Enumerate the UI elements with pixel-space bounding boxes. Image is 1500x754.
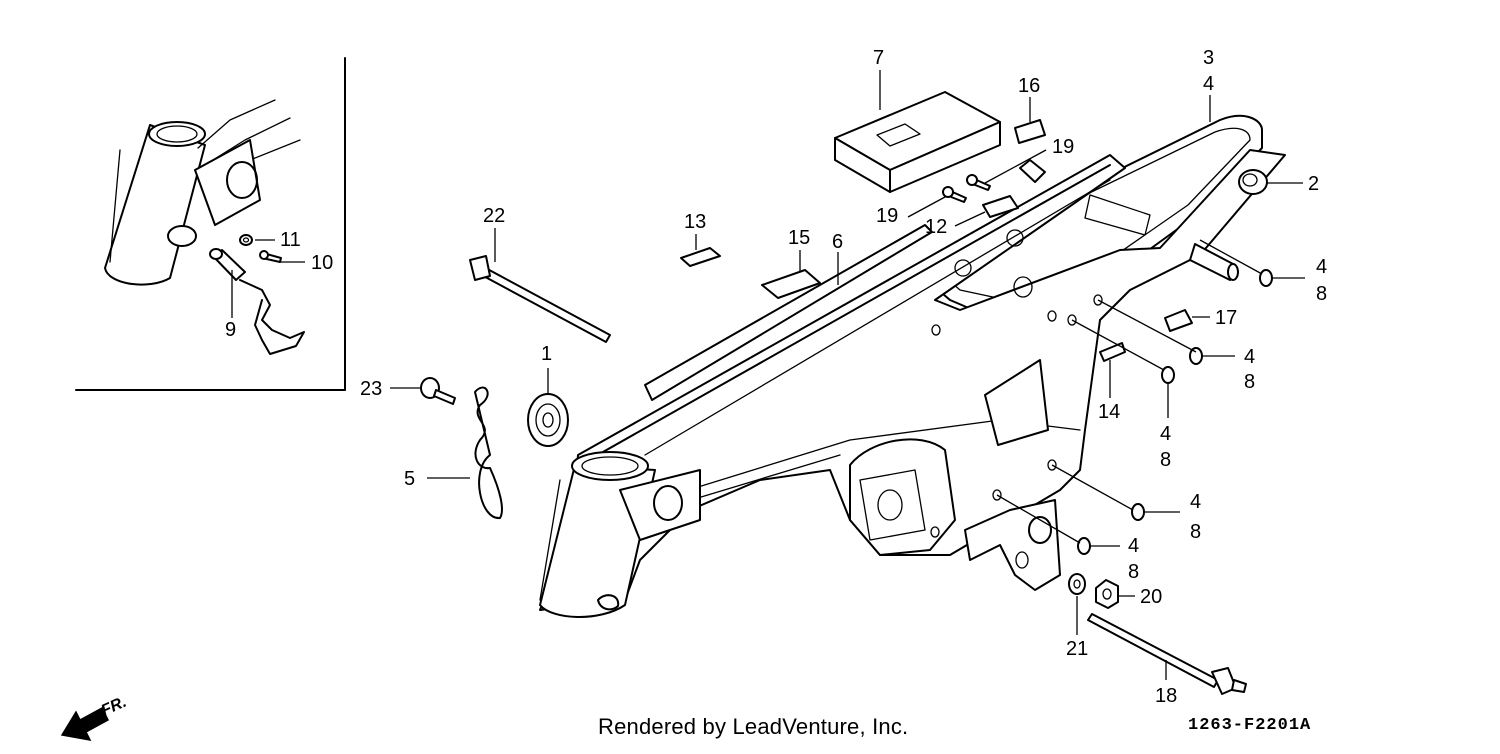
rail-part-6 [644,224,933,401]
callout-23: 23 [360,378,382,400]
callout-3: 3 [1203,47,1214,69]
label-part-15 [761,269,821,299]
callout-2: 2 [1308,173,1319,195]
callout-20: 20 [1140,586,1162,608]
inset-head-tube [104,99,301,286]
callout-4-r1: 4 [1316,256,1327,278]
callout-9: 9 [225,319,236,341]
front-direction-arrow: FR. [60,694,129,742]
callout-15: 15 [788,227,810,249]
label-part-14 [1099,342,1126,362]
credit-text: Rendered by LeadVenture, Inc. [598,714,909,739]
callout-numbers: 1 2 3 4 5 6 7 9 10 11 12 13 14 15 16 17 … [225,47,1327,707]
bolt-part-18 [1087,613,1247,695]
callout-16: 16 [1018,75,1040,97]
screw-part-19-a [966,174,991,191]
label-part-13 [680,247,721,267]
callout-14: 14 [1098,401,1120,423]
callout-17: 17 [1215,307,1237,329]
label-part-17 [1164,309,1193,332]
box-part-7 [834,91,1001,193]
bolt-part-23 [420,377,456,405]
callout-19-right: 19 [1052,136,1074,158]
callout-10: 10 [311,252,333,274]
callout-22: 22 [483,205,505,227]
callout-13: 13 [684,211,706,233]
bolt-part-10 [259,250,282,263]
label-part-16 [1014,119,1046,144]
callout-8-r4: 8 [1190,521,1201,543]
spring-part-5 [474,386,503,520]
grommet-part-2 [1238,169,1268,195]
callout-8-r5: 8 [1128,561,1139,583]
direction-label: FR. [99,694,129,720]
callout-4-r4: 4 [1190,491,1201,513]
frame-holes [930,229,1103,538]
inset-detail [75,57,346,391]
nut-part-11 [239,234,253,246]
o-rings [1077,269,1273,555]
nut-part-20 [1095,579,1119,609]
callout-8-r3: 8 [1160,449,1171,471]
plate-part-12 [982,195,1019,218]
callout-5: 5 [404,468,415,490]
leader-lines [231,70,1305,680]
callout-19-left: 19 [876,205,898,227]
callout-4-top: 4 [1203,73,1214,95]
callout-12: 12 [925,216,947,238]
washer-part-21 [1068,573,1086,595]
callout-8-r1: 8 [1316,283,1327,305]
bolt-part-22 [469,255,611,343]
callout-7: 7 [873,47,884,69]
pin-part-9 [209,248,305,355]
main-frame [539,114,1286,618]
callout-11: 11 [280,229,301,251]
callout-8-r2: 8 [1244,371,1255,393]
bearing-part-1 [527,393,569,447]
callout-4-r3: 4 [1160,423,1171,445]
screw-part-19-b [942,186,967,203]
callout-21: 21 [1066,638,1088,660]
arrow-icon [60,706,109,742]
diagram-code: 1263-F2201A [1188,716,1312,735]
callout-6: 6 [832,231,843,253]
callout-4-r5: 4 [1128,535,1139,557]
callout-4-r2: 4 [1244,346,1255,368]
callout-18: 18 [1155,685,1177,707]
callout-1: 1 [541,343,552,365]
